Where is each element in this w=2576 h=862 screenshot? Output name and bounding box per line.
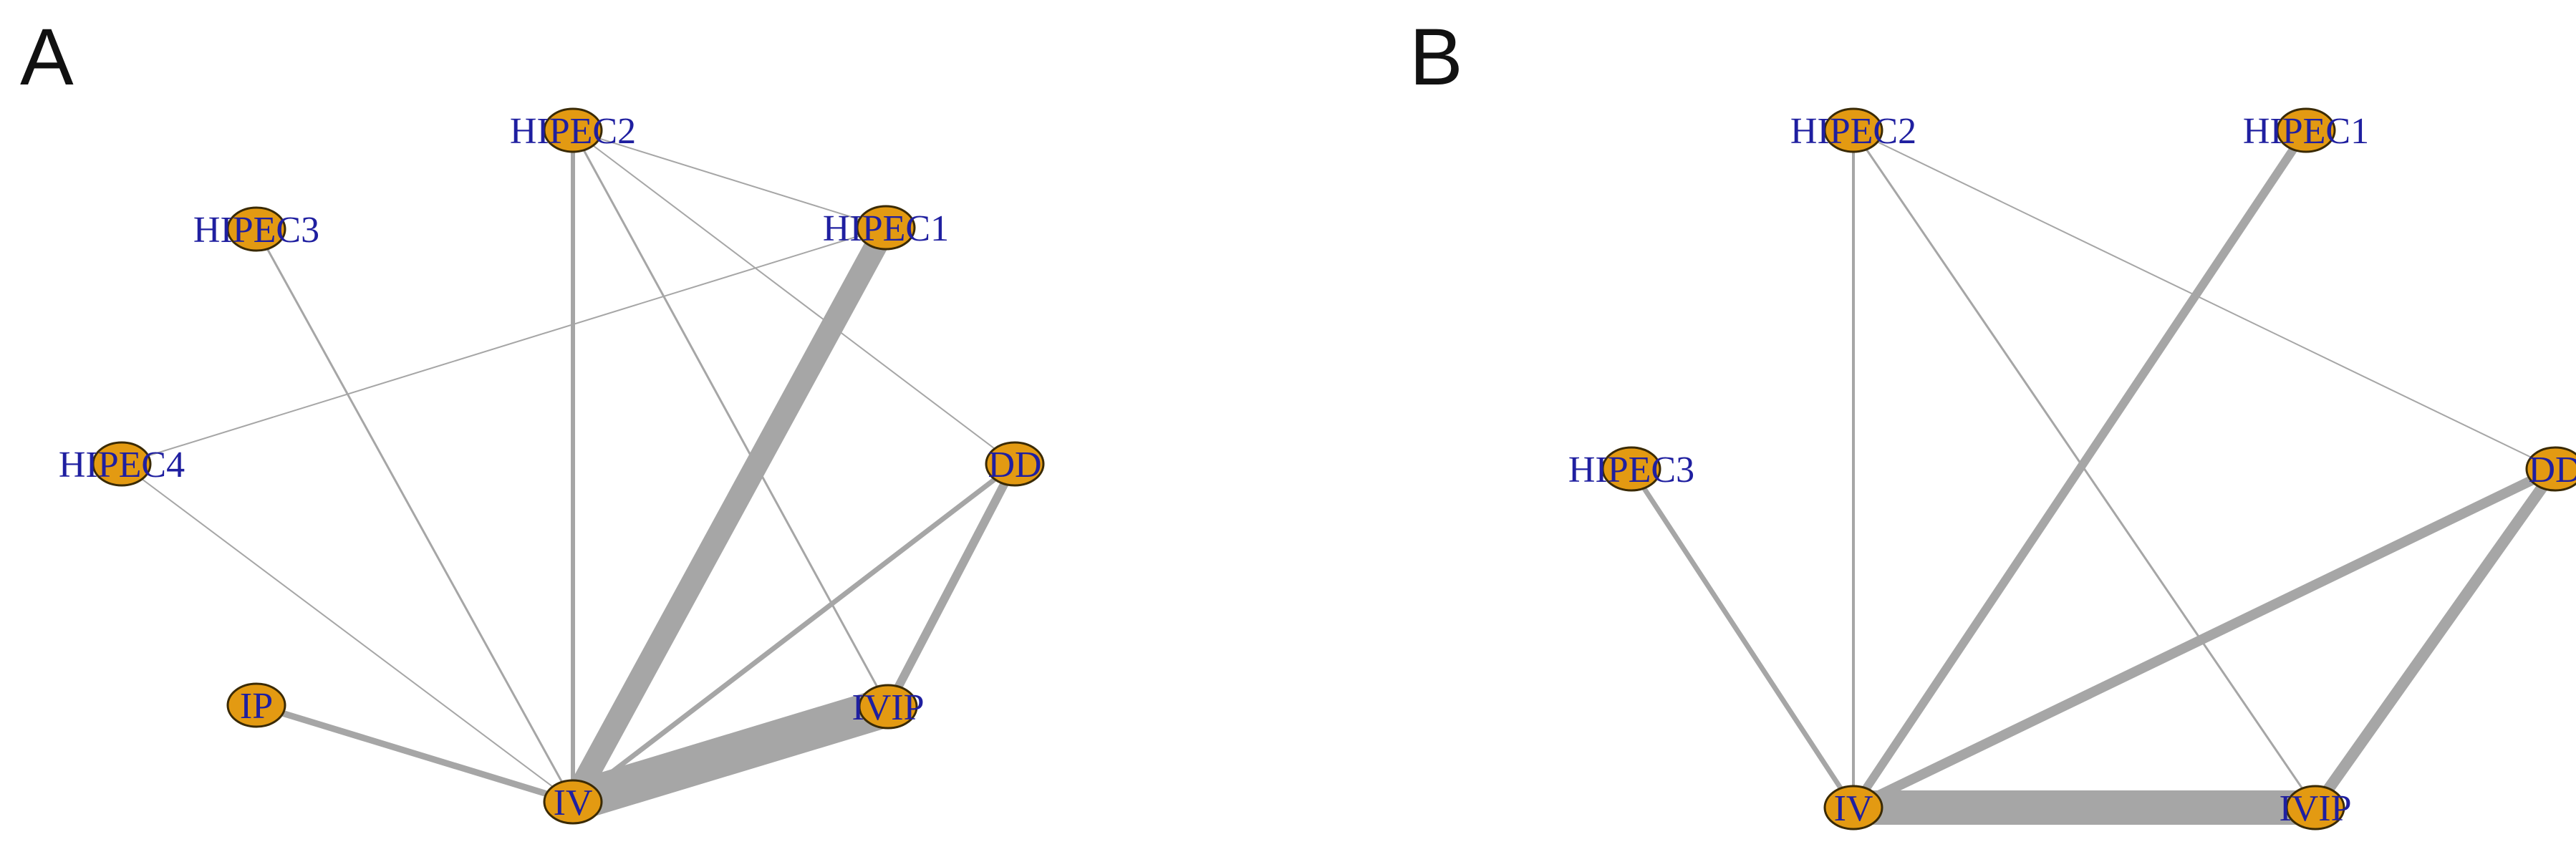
panel-a-node-circle-hipec2 — [543, 107, 603, 153]
panel-a-edge-hipec3-iv — [255, 228, 574, 803]
panel-b-node-label-hipec2: HIPEC2 — [1790, 111, 1916, 152]
panel-b-node-hipec3: HIPEC3 — [1568, 446, 1694, 492]
panel-b-edge-dd-ivip — [2310, 465, 2560, 811]
panel-b-node-hipec2: HIPEC2 — [1790, 107, 1916, 153]
panel-a-node-hipec1: HIPEC1 — [823, 205, 949, 251]
panel-a-node-label-dd: DD — [988, 445, 1041, 485]
panel-b-node-ivip: IVIP — [2279, 785, 2352, 830]
panel-b-node-label-ivip: IVIP — [2279, 788, 2351, 829]
panel-a-edge-hipec1-hipec4 — [121, 227, 887, 465]
panel-a-edge-dd-ivip — [884, 462, 1019, 709]
panel-a-node-circle-ip — [226, 682, 286, 728]
panel-a-node-iv: IV — [543, 779, 603, 825]
panel-b-node-circle-hipec3 — [1601, 446, 1661, 492]
panel-a-node-label-hipec1: HIPEC1 — [823, 208, 949, 249]
panel-a-node-circle-hipec3 — [226, 206, 286, 252]
panel-a-node-hipec3: HIPEC3 — [193, 206, 319, 252]
panel-a-node-circle-hipec1 — [856, 205, 916, 251]
panel-a-node-ivip: IVIP — [852, 684, 925, 730]
panel-a-edge-hipec2-hipec1 — [572, 130, 887, 228]
panel-b-edge-dd-iv — [1851, 464, 2558, 813]
panel-a-node-label-hipec2: HIPEC2 — [510, 111, 636, 152]
panel-a-node-hipec4: HIPEC4 — [59, 441, 185, 487]
panel-letter-a: A — [20, 12, 74, 102]
panel-b-node-label-iv: IV — [1834, 788, 1873, 829]
panel-b-edge-hipec1-iv — [1850, 127, 2310, 810]
panel-b-node-iv: IV — [1823, 785, 1883, 830]
panel-b-node-label-hipec3: HIPEC3 — [1568, 450, 1694, 490]
panel-a-node-ip: IP — [226, 682, 286, 728]
panel-letter-b: B — [1409, 12, 1463, 102]
panel-b-node-circle-ivip — [2285, 785, 2345, 830]
panel-a-edge-hipec1-iv — [562, 222, 897, 808]
panel-b-node-dd: DD — [2525, 446, 2576, 492]
panel-a-node-circle-dd — [985, 441, 1045, 487]
panel-b-edge-hipec2-dd — [1853, 130, 2556, 470]
panel-a-node-label-hipec4: HIPEC4 — [59, 445, 185, 485]
panel-a-node-dd: DD — [985, 441, 1045, 487]
panel-a-node-circle-iv — [543, 779, 603, 825]
panel-b-node-circle-dd — [2525, 446, 2576, 492]
panel-b-node-circle-hipec1 — [2276, 107, 2336, 153]
panel-a-edges — [121, 130, 1019, 821]
panel-a-node-label-ip: IP — [240, 686, 273, 727]
panel-a-edge-ivip-iv — [566, 687, 894, 821]
panel-a-edge-hipec2-dd — [572, 130, 1016, 465]
panel-b-node-label-hipec1: HIPEC1 — [2243, 111, 2369, 152]
panel-b-node-circle-hipec2 — [1823, 107, 1883, 153]
panel-a-edge-hipec4-iv — [121, 463, 574, 803]
panel-a-node-label-hipec3: HIPEC3 — [193, 210, 319, 251]
panel-a-node-circle-hipec4 — [92, 441, 152, 487]
panel-a-edge-dd-iv — [571, 462, 1017, 804]
panel-a-node-label-iv: IV — [554, 783, 593, 823]
panel-a-node-circle-ivip — [858, 684, 918, 730]
panel-a-node-hipec2: HIPEC2 — [510, 107, 636, 153]
panel-a-node-label-ivip: IVIP — [852, 687, 924, 728]
panel-b-edges — [1629, 127, 2560, 825]
panel-b-node-hipec1: HIPEC1 — [2243, 107, 2369, 153]
panel-b-node-circle-iv — [1823, 785, 1883, 830]
panel-b-edge-hipec3-iv — [1629, 468, 1856, 809]
panel-a-edge-ip-iv — [255, 702, 574, 805]
panel-a-edge-hipec2-ivip — [571, 130, 889, 707]
panel-b-node-label-dd: DD — [2528, 450, 2576, 490]
